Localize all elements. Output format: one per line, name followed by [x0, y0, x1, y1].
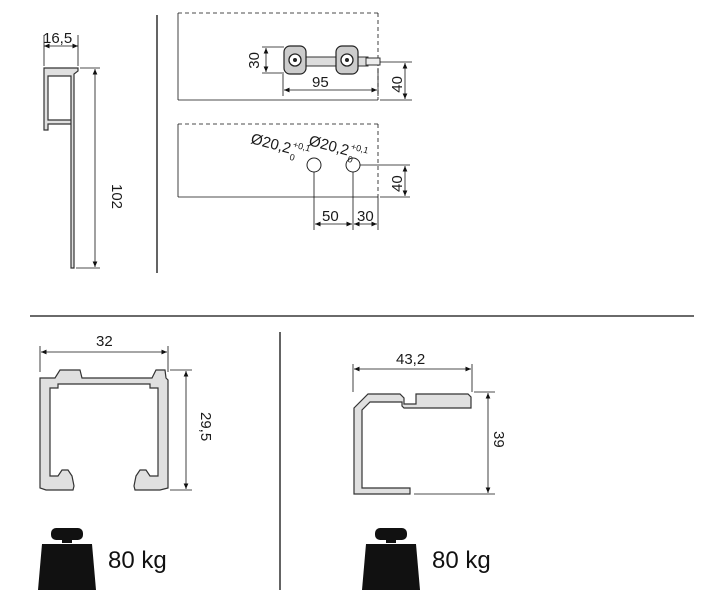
svg-text:+0,1: +0,1 [292, 139, 312, 153]
weight-icon [38, 528, 96, 590]
weight-label: 80 kg [108, 547, 167, 574]
box-rail-height-label: 29,5 [197, 412, 214, 441]
width-label: 16,5 [43, 30, 72, 47]
svg-text:Ø20,2: Ø20,2 [307, 132, 351, 159]
box-rail-profile [39, 346, 192, 491]
height-label: 102 [108, 184, 125, 209]
carriage-height-label: 30 [246, 52, 263, 69]
weight-icon-2 [362, 528, 420, 590]
rail-side-profile [43, 35, 100, 269]
holes-side-label: 40 [389, 175, 406, 192]
holes-dist1-label: 50 [322, 208, 339, 225]
box-rail-width-label: 32 [96, 333, 113, 350]
svg-text:0: 0 [288, 152, 295, 163]
carriage-side-label: 40 [389, 76, 406, 93]
hole-1-callout: Ø20,2 +0,1 0 [249, 130, 312, 163]
panel-holes-view [177, 123, 410, 230]
hook-rail-height-label: 39 [490, 431, 507, 448]
carriage-span-label: 95 [312, 74, 329, 91]
weight-label-2: 80 kg [432, 547, 491, 574]
svg-text:0: 0 [346, 154, 353, 165]
svg-text:Ø20,2: Ø20,2 [249, 130, 293, 157]
carriage-top-view [177, 12, 412, 101]
hook-rail-width-label: 43,2 [396, 351, 425, 368]
svg-text:+0,1: +0,1 [350, 141, 370, 155]
hook-rail-profile [352, 364, 495, 495]
holes-dist2-label: 30 [357, 208, 374, 225]
